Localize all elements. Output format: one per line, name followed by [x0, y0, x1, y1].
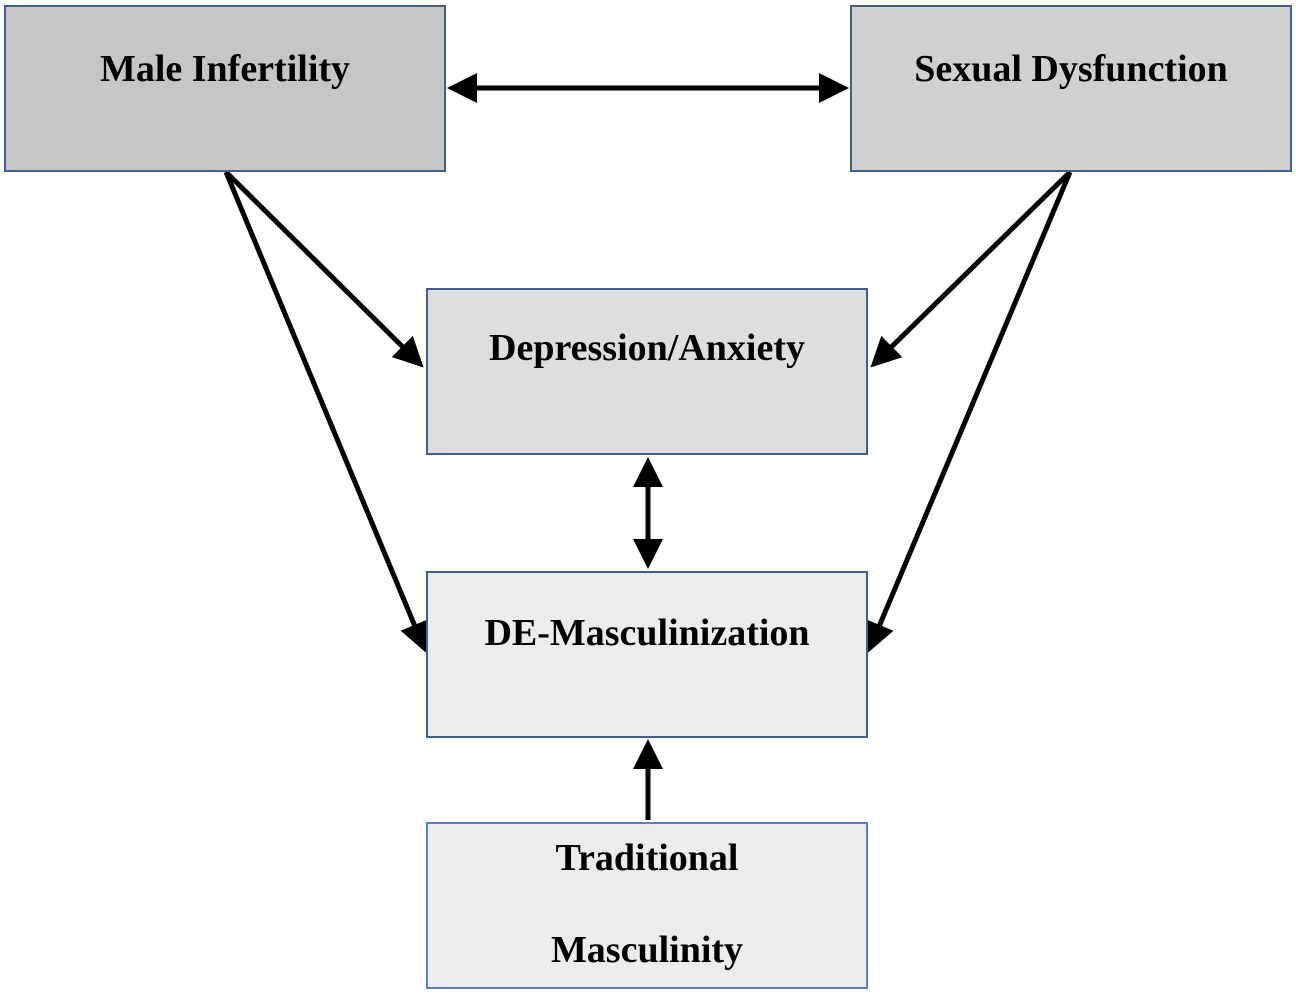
node-de-masculinization: DE-Masculinization	[426, 571, 868, 738]
node-male-infertility-label: Male Infertility	[99, 48, 351, 90]
edge-male-infertility-demasculinization	[223, 171, 429, 653]
node-traditional-masculinity: Traditional Masculinity	[426, 822, 868, 989]
node-depression-anxiety-label: Depression/Anxiety	[489, 327, 805, 369]
node-sexual-dysfunction: Sexual Dysfunction	[850, 5, 1292, 172]
node-traditional-masculinity-label-line1: Traditional	[555, 837, 739, 879]
edge-sexual-dysfunction-depression	[870, 170, 1072, 368]
node-male-infertility: Male Infertility	[4, 5, 446, 172]
node-de-masculinization-label: DE-Masculinization	[484, 612, 810, 654]
node-traditional-masculinity-label-line2: Masculinity	[550, 929, 744, 971]
node-sexual-dysfunction-label: Sexual Dysfunction	[914, 48, 1228, 90]
node-depression-anxiety: Depression/Anxiety	[426, 288, 868, 455]
edge-male-infertility-depression	[224, 170, 424, 368]
edge-sexual-dysfunction-demasculinization	[865, 171, 1073, 653]
